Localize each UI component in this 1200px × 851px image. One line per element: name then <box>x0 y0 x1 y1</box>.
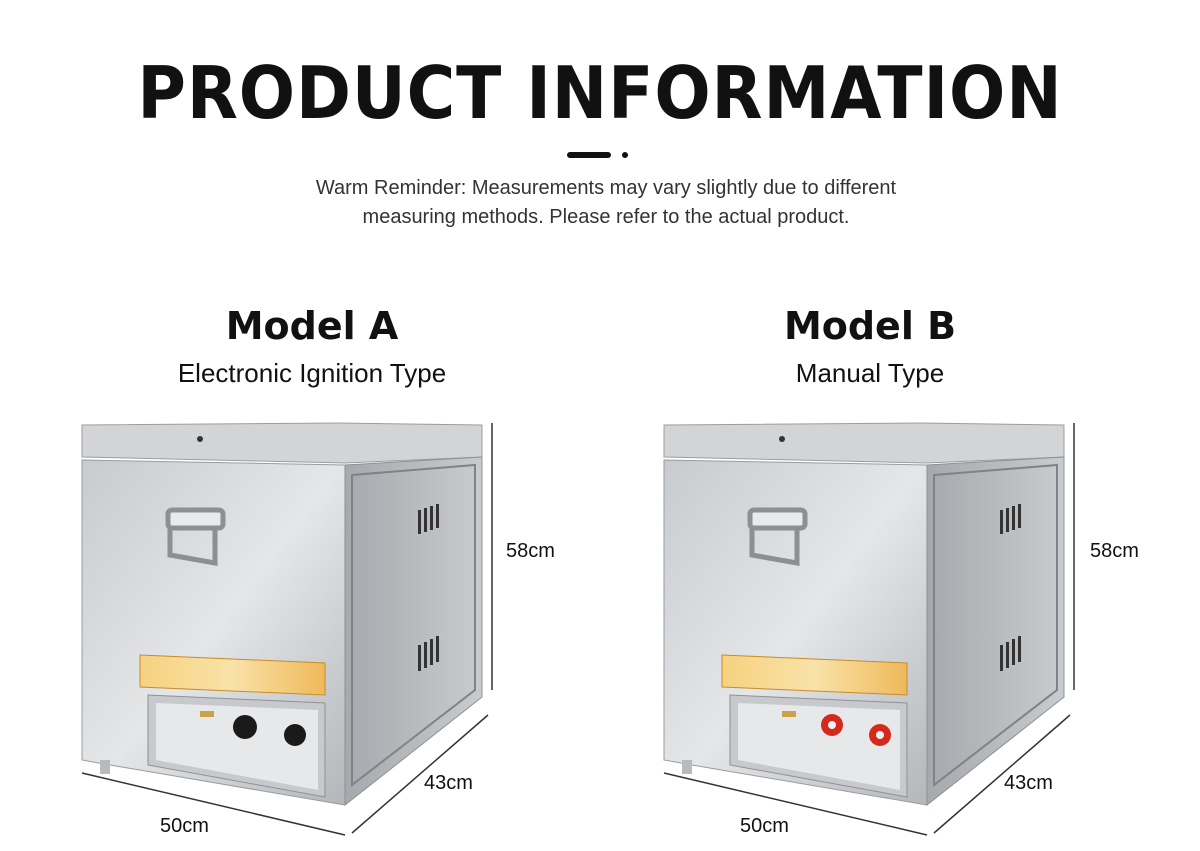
model-a-width-label: 50cm <box>160 815 209 837</box>
title-divider-dot <box>622 152 628 158</box>
model-b-type: Manual Type <box>795 358 945 388</box>
model-a-type: Electronic Ignition Type <box>177 358 447 388</box>
model-a-product-image <box>81 422 493 836</box>
model-a-depth-label: 43cm <box>424 772 473 794</box>
warm-reminder: Warm Reminder: Measurements may vary sli… <box>250 174 962 232</box>
page-title: PRODUCT INFORMATION <box>137 51 1063 135</box>
title-divider <box>567 152 611 158</box>
reminder-line-2: measuring methods. Please refer to the a… <box>362 206 850 228</box>
model-b-depth-label: 43cm <box>1004 772 1053 794</box>
model-b-product-image <box>663 422 1075 836</box>
model-b-height-label: 58cm <box>1090 540 1139 562</box>
model-b-width-label: 50cm <box>740 815 789 837</box>
model-a-height-label: 58cm <box>506 540 555 562</box>
model-b-title: Model B <box>783 304 957 348</box>
reminder-line-1: Warm Reminder: Measurements may vary sli… <box>315 177 897 199</box>
model-a-title: Model A <box>225 304 399 348</box>
